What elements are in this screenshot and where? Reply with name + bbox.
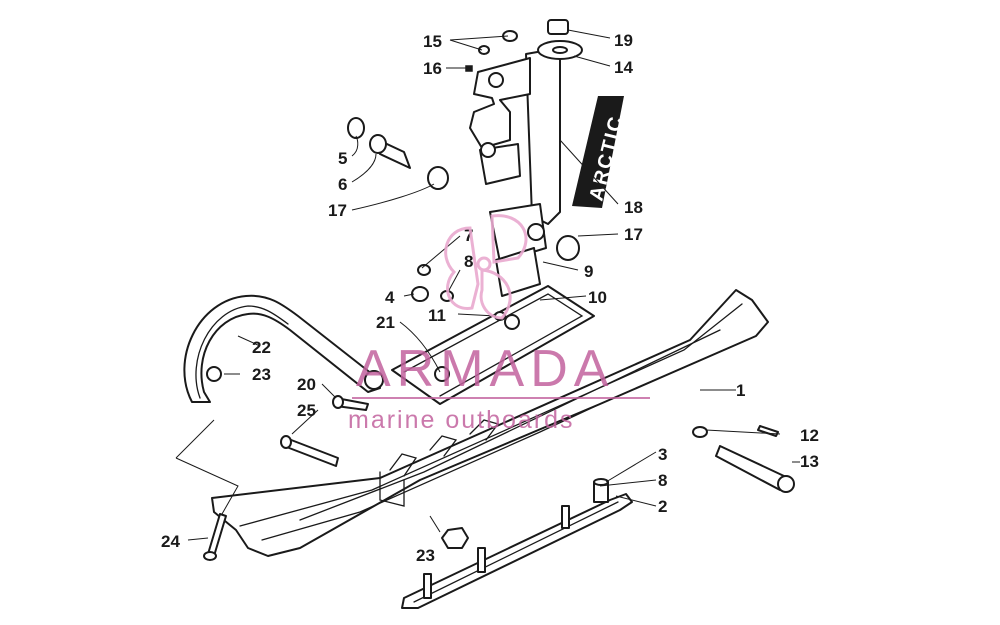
callout-labels: 1 2 3 4 5 6 7 8 8 9 10 11 12 13 14 15 16… [161, 31, 819, 565]
callout-17-left: 17 [328, 201, 347, 220]
watermark-brand: ARMADA [356, 340, 614, 398]
watermark-logo [444, 214, 528, 320]
callout-5: 5 [338, 149, 347, 168]
ski-body [211, 289, 769, 557]
callout-17-right: 17 [624, 225, 643, 244]
callout-19: 19 [614, 31, 633, 50]
callout-7: 7 [464, 226, 473, 245]
wear-bar [401, 493, 633, 609]
callout-13: 13 [800, 452, 819, 471]
callout-24: 24 [161, 532, 180, 551]
callout-9: 9 [584, 262, 593, 281]
loop-handle [183, 294, 384, 403]
callout-4: 4 [385, 288, 395, 307]
hardware [203, 19, 795, 561]
callout-23-upper: 23 [252, 365, 271, 384]
callout-2: 2 [658, 497, 667, 516]
callout-23-lower: 23 [416, 546, 435, 565]
callout-22: 22 [252, 338, 271, 357]
callout-20: 20 [297, 375, 316, 394]
callout-8-upper: 8 [464, 252, 473, 271]
callout-8-lower: 8 [658, 471, 667, 490]
callout-11: 11 [428, 306, 446, 325]
ski-spindle [469, 47, 561, 297]
callout-1: 1 [736, 381, 745, 400]
callout-18: 18 [624, 198, 643, 217]
callout-25: 25 [297, 401, 316, 420]
callout-15: 15 [423, 32, 442, 51]
callout-3: 3 [658, 445, 667, 464]
watermark: ARMADA marine outboards [348, 214, 650, 434]
callout-21: 21 [376, 313, 395, 332]
callout-6: 6 [338, 175, 347, 194]
callout-16: 16 [423, 59, 442, 78]
callout-12: 12 [800, 426, 819, 445]
callout-14: 14 [614, 58, 633, 77]
callout-10: 10 [588, 288, 607, 307]
watermark-tagline: marine outboards [348, 406, 575, 434]
decal-sticker: ARCTIC [572, 96, 628, 208]
